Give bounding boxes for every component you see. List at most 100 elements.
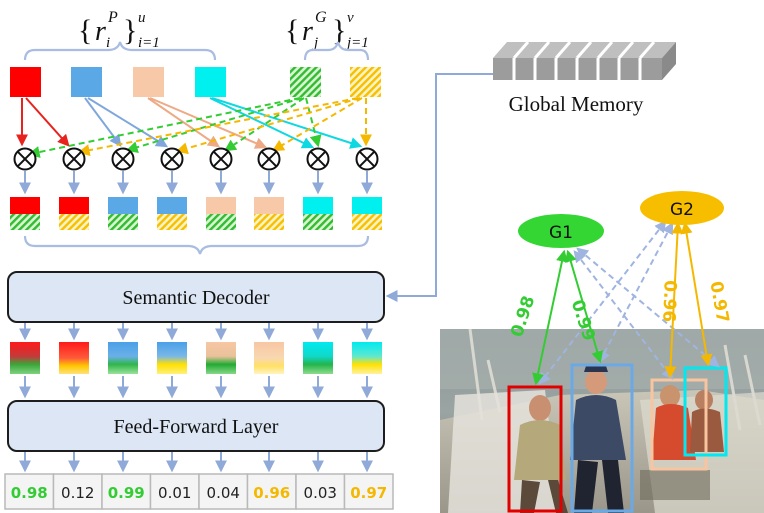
score-cell-5: 0.96	[246, 473, 297, 510]
arrow-cyan-2	[211, 97, 363, 149]
group-query-brace	[303, 41, 370, 61]
score-value-3: 0.01	[158, 484, 191, 502]
group-query-set-label: { r G j } v j=1	[285, 9, 369, 51]
decoder-output-arrows	[19, 323, 373, 341]
arrow-green-3	[224, 97, 305, 152]
person-query-set-label: { r P i } u i=1	[78, 9, 160, 51]
score-value-2: 0.99	[108, 484, 145, 502]
pairing-arrows	[16, 97, 372, 158]
decoded-feature-6	[303, 342, 333, 374]
group-edges	[532, 220, 720, 386]
edge-label-3: 0.97	[705, 280, 732, 325]
rg-limit-sup: v	[347, 10, 354, 26]
arrow-peach-2	[149, 97, 268, 149]
rg-sup: G	[315, 9, 327, 26]
decoded-feature-5	[254, 342, 284, 374]
concat-op-2	[111, 147, 135, 171]
arrow-yellow-2	[175, 97, 361, 155]
memory-to-decoder-connector	[385, 73, 493, 302]
score-cell-2: 0.99	[101, 473, 152, 510]
concat-op-5	[257, 147, 281, 171]
group-node-g2: G2	[640, 191, 724, 225]
score-cell-1: 0.12	[52, 473, 103, 510]
score-cell-3: 0.01	[149, 473, 200, 510]
rp-var: r	[95, 16, 106, 47]
arrow-green-2	[125, 97, 303, 153]
concat-op-6	[306, 147, 330, 171]
edge-g1-red	[532, 249, 568, 386]
decoded-features	[10, 342, 382, 374]
edge-g2-peach	[664, 221, 684, 379]
semantic-decoder-label: Semantic Decoder	[122, 287, 269, 309]
global-memory-label: Global Memory	[509, 92, 644, 116]
decoded-feature-4	[206, 342, 236, 374]
query-pair-1	[59, 197, 89, 230]
query-pair-7	[352, 197, 382, 230]
rp-sub: i	[106, 35, 110, 51]
score-arrows	[19, 452, 373, 473]
concat-operators	[13, 147, 379, 195]
edge-g1-blue	[564, 249, 604, 364]
query-pair-4	[206, 197, 236, 230]
edge-g2-cyan	[680, 221, 713, 367]
feed-forward-label: Feed-Forward Layer	[114, 416, 279, 438]
person-queries	[10, 67, 226, 97]
decoded-feature-3	[157, 342, 187, 374]
query-pair-3	[157, 197, 187, 230]
arrow-cyan-1	[209, 97, 315, 149]
rg-var: r	[302, 16, 313, 47]
person-query-cyan	[195, 67, 226, 97]
concat-op-7	[355, 147, 379, 171]
decoded-feature-0	[10, 342, 40, 374]
ffn-input-arrows	[19, 376, 373, 399]
rg-sub: j	[312, 35, 318, 51]
rp-close-brace: }	[123, 14, 137, 47]
rp-sup: P	[107, 9, 118, 26]
score-value-5: 0.96	[253, 484, 290, 502]
decoded-feature-2	[108, 342, 138, 374]
scene-photo	[440, 329, 764, 513]
decoded-feature-1	[59, 342, 89, 374]
rp-open-brace: {	[78, 14, 92, 47]
person-query-blue	[71, 67, 102, 97]
rp-limit-sup: u	[138, 10, 146, 26]
rg-limit-sub: j=1	[345, 35, 369, 51]
person-query-brace	[23, 41, 217, 61]
edge-g2-blue	[598, 221, 674, 364]
score-value-6: 0.03	[304, 484, 337, 502]
group-query-yellow	[350, 67, 381, 97]
concat-op-0	[13, 147, 37, 171]
group-query-green	[290, 67, 321, 97]
rp-limit-sub: i=1	[138, 35, 160, 51]
group-queries	[290, 67, 381, 97]
rg-open-brace: {	[285, 14, 299, 47]
bbox-peach	[650, 378, 708, 471]
group-node-g1-label: G1	[549, 223, 573, 243]
score-value-0: 0.98	[11, 484, 48, 502]
decoded-feature-7	[352, 342, 382, 374]
score-value-4: 0.04	[207, 484, 240, 502]
person-query-peach	[133, 67, 164, 97]
edge-label-2: 0.96	[658, 280, 679, 323]
score-cell-4: 0.04	[198, 473, 249, 510]
concat-op-3	[160, 147, 184, 171]
group-node-g2-label: G2	[670, 200, 694, 220]
concat-op-4	[209, 147, 233, 171]
arrow-peach-1	[147, 97, 220, 148]
group-node-g1: G1	[518, 214, 604, 248]
arrow-yellow-3	[271, 97, 363, 152]
query-pair-5	[254, 197, 284, 230]
score-cell-0: 0.98	[4, 473, 55, 510]
query-pairs	[10, 197, 382, 230]
bbox-cyan	[683, 366, 728, 457]
global-memory-icon	[493, 41, 676, 80]
arrow-green-1	[27, 97, 301, 158]
arrow-red-2	[25, 97, 70, 147]
arrow-green-4	[305, 97, 322, 148]
rg-close-brace: }	[332, 14, 346, 47]
query-pair-6	[303, 197, 333, 230]
bbox-red	[507, 385, 563, 513]
arrow-blue-2	[87, 97, 169, 148]
